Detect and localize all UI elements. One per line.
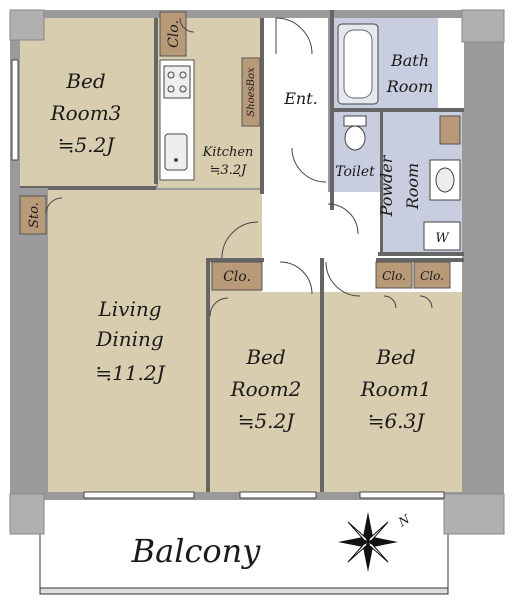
wall-br2-left [206,260,210,492]
balcony-railing [39,587,449,595]
compass-icon: N [338,512,412,572]
powder-cabinet [439,115,461,145]
powder-line2: Room [403,163,422,210]
bedroom1-size: ≒6.3J [368,409,426,433]
wall-br2-br1 [320,258,324,492]
wall-br3-kitchen [154,18,158,184]
washbasin-icon [429,159,461,201]
closet-br2: Clo. [211,261,263,291]
window-br1 [359,491,445,499]
powder-label: Powder Room [377,154,422,217]
wall-br3-bottom [20,186,156,190]
pillar-top-right [461,9,505,43]
bedroom3-floor [20,18,156,188]
hall-lower [262,258,322,294]
closet-br2-box [211,261,263,291]
bath-line1: Bath [390,51,429,70]
living-size: ≒11.2J [95,361,165,385]
bedroom3-line1: Bed [65,69,105,93]
wall-powder-bottom [378,252,464,256]
bath-line2: Room [386,77,433,96]
shoesbox: ShoesBox [241,57,261,127]
washer-label: W [435,231,450,246]
kitchen-size: ≒3.2J [210,163,248,178]
closet-br1-a: Clo. [375,261,413,289]
storage-box [19,195,47,235]
living-floor-lower [48,294,206,492]
wall-ent-bath [330,10,334,210]
washer-icon: W [423,221,461,251]
closet-br1-a-label: Clo. [382,269,406,283]
wall-br1-top [376,258,464,262]
storage-ld: Sto. [19,195,47,235]
closet-br1-b-label: Clo. [420,269,444,283]
bedroom1-floor [324,292,462,492]
bathtub-icon [337,23,379,105]
toilet-icon [343,115,367,151]
living-line1: Living [97,297,161,321]
bedroom1-label: Bed Room1 ≒6.3J [360,345,432,433]
bedroom3-line2: Room3 [50,101,122,125]
wall-bath-bottom [334,108,464,112]
entrance-label: Ent. [283,89,318,108]
window-br3 [11,59,19,161]
stove-icon [163,65,191,99]
bath-label: Bath Room [386,51,433,96]
door-swings [45,17,433,317]
bedroom2-floor [210,292,320,492]
shoesbox-box [241,57,261,127]
closet-br3-label: Clo. [166,20,182,48]
kitchen-label: Kitchen ≒3.2J [202,145,254,178]
living-line2: Dining [95,327,163,351]
hall-floor [262,192,382,258]
living-label: Living Dining ≒11.2J [95,297,165,385]
closet-br2-label: Clo. [223,269,251,285]
powder-line1: Powder [377,154,396,217]
bedroom2-label: Bed Room2 ≒5.2J [230,345,302,433]
closet-br1-b-box [413,261,451,289]
storage-ld-label: Sto. [27,202,42,228]
wall-toilet-powder [380,112,383,256]
kitchen-name: Kitchen [202,145,254,160]
shoesbox-label: ShoesBox [246,67,257,117]
pillar-top-left [9,9,45,41]
window-ld [83,491,195,499]
toilet-label: Toilet [335,164,375,180]
wall-br2-top [206,258,264,262]
kitchen-sink-icon [164,133,188,171]
bedroom3-size: ≒5.2J [58,133,116,157]
closet-br1-b: Clo. [413,261,451,289]
window-br2 [239,491,317,499]
bedroom1-line1: Bed [375,345,415,369]
bedroom2-line1: Bed [245,345,285,369]
bedroom2-size: ≒5.2J [238,409,296,433]
closet-br1-a-box [375,261,413,289]
pillar-bottom-left [9,493,45,535]
wall-kitchen-ent [260,18,264,194]
bedroom1-line2: Room1 [360,377,432,401]
bedroom3-label: Bed Room3 ≒5.2J [50,69,122,157]
balcony-label: Balcony [131,532,262,570]
pillar-bottom-right [443,493,505,535]
bedroom2-line2: Room2 [230,377,302,401]
closet-br3: Clo. [159,11,187,57]
bath-wall-right [438,18,464,110]
